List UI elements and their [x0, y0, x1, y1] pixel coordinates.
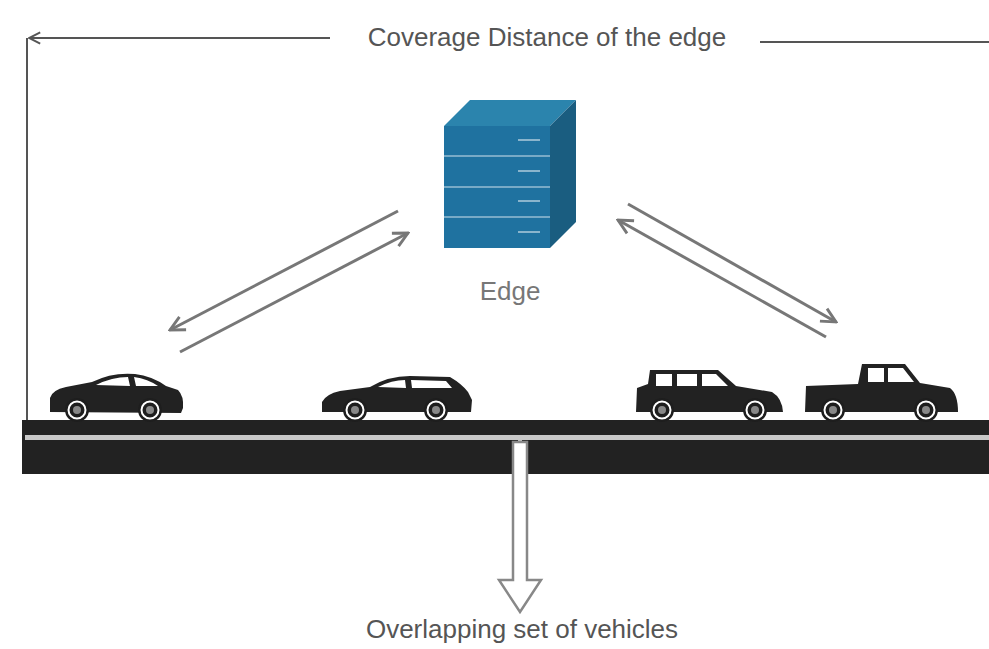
car-suv	[636, 370, 783, 422]
caption-label: Overlapping set of vehicles	[360, 614, 684, 644]
down-arrow	[499, 442, 541, 612]
coverage-label: Coverage Distance of the edge	[362, 22, 732, 52]
coverage-bracket	[27, 38, 989, 440]
server-icon	[436, 96, 584, 256]
car-wagon	[322, 376, 472, 422]
edge-server: Edge	[436, 96, 584, 306]
car-sedan	[50, 374, 183, 422]
car-pickup	[805, 364, 958, 422]
node-label: Edge	[436, 276, 584, 306]
road	[22, 420, 989, 474]
